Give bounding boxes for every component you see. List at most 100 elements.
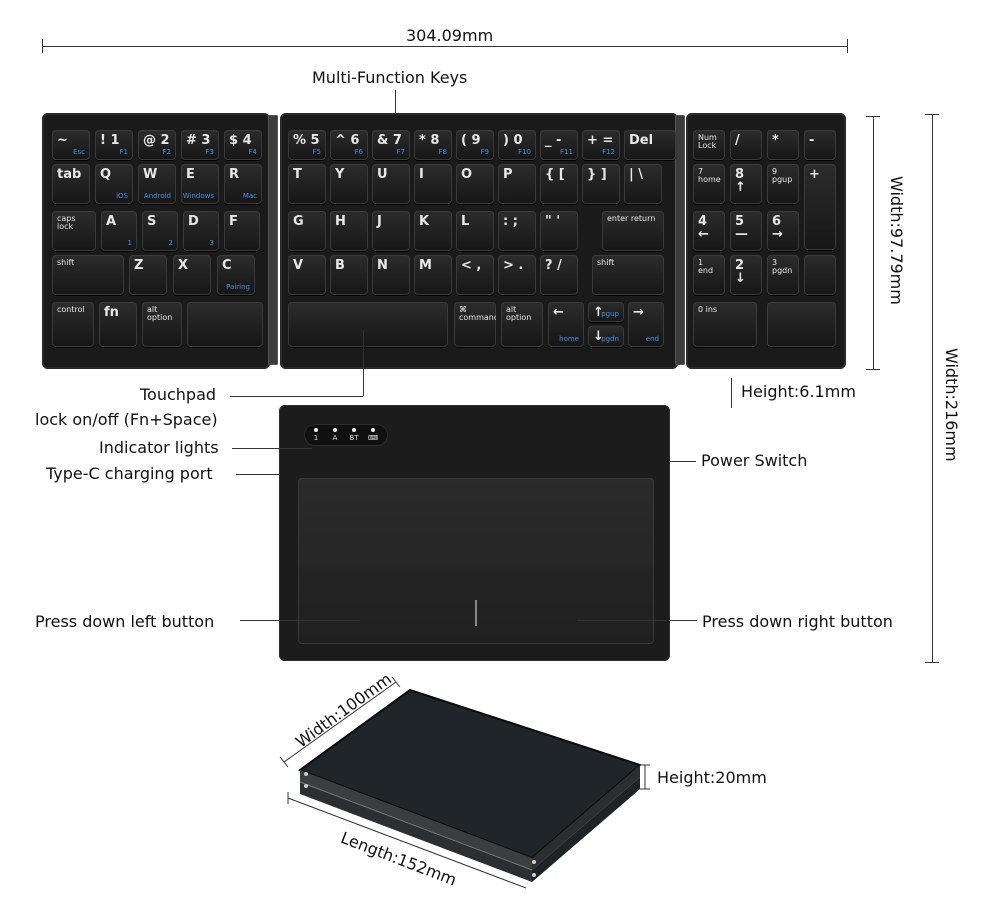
key-num-0-2[interactable]: * xyxy=(767,130,799,160)
key-num-1-1[interactable]: 8 ↑ xyxy=(730,164,762,204)
key-enter[interactable]: enter return xyxy=(602,211,664,251)
key-command[interactable]: ⌘ command xyxy=(454,302,496,347)
hinge-right xyxy=(675,115,685,365)
key-mid-2-0[interactable]: G xyxy=(288,211,326,251)
hinge-left xyxy=(268,115,278,365)
key-num-0-3[interactable]: - xyxy=(804,130,836,160)
key-num-1-0[interactable]: 7 home xyxy=(693,164,725,204)
right-button-label: Press down right button xyxy=(702,612,893,631)
key-arrow-left[interactable]: ←home xyxy=(548,302,584,347)
indicator-leader xyxy=(232,448,312,449)
key-num-0-0[interactable]: Num Lock xyxy=(693,130,725,160)
key-mid-2-4[interactable]: L xyxy=(456,211,494,251)
key-mid-3-3[interactable]: M xyxy=(414,255,452,295)
key-mid-0-8[interactable]: Del xyxy=(624,130,676,160)
key-mid-3-6[interactable]: ? / xyxy=(540,255,578,295)
power-switch-label: Power Switch xyxy=(701,451,808,470)
full-width-tick-bottom xyxy=(925,662,939,663)
key-mid-1-8[interactable]: | \ xyxy=(624,164,662,204)
key-mid-2-3[interactable]: K xyxy=(414,211,452,251)
key-mid-1-2[interactable]: U xyxy=(372,164,410,204)
key-space[interactable] xyxy=(288,302,448,347)
key-mid-2-1[interactable]: H xyxy=(330,211,368,251)
key-left-shift[interactable]: shift xyxy=(52,255,124,295)
key-arrow-up[interactable]: ↑pgup xyxy=(588,302,624,322)
length-dimension-tick-left xyxy=(42,39,43,53)
key-mid-3-0[interactable]: V xyxy=(288,255,326,295)
key-num-3-2[interactable]: 3 pgdn xyxy=(767,255,799,295)
key-left-2-3[interactable]: F xyxy=(224,211,260,251)
key-left-0-0[interactable]: ~Esc xyxy=(52,130,90,160)
key-mid-1-4[interactable]: O xyxy=(456,164,494,204)
right-button-leader xyxy=(577,620,697,621)
keyboard-width-label: Width:97.79mm xyxy=(887,176,906,305)
key-mid-3-2[interactable]: N xyxy=(372,255,410,295)
touchpad-button-divider xyxy=(475,600,477,626)
key-mid-3-1[interactable]: B xyxy=(330,255,368,295)
key-num-2-0[interactable]: 4 ← xyxy=(693,211,725,251)
key-num-0[interactable]: 0 ins xyxy=(693,302,757,347)
key-mid-3-5[interactable]: > . xyxy=(498,255,536,295)
key-num-2-1[interactable]: 5 — xyxy=(730,211,762,251)
key-space-left[interactable] xyxy=(187,302,263,347)
full-width-tick-top xyxy=(925,114,939,115)
key-num-0-1[interactable]: / xyxy=(730,130,762,160)
key-num-blank[interactable] xyxy=(804,255,836,295)
typec-port-label: Type-C charging port xyxy=(46,464,213,483)
key-left-3-0[interactable]: Z xyxy=(129,255,167,295)
key-mid-1-7[interactable]: } ] xyxy=(582,164,620,204)
key-num-enter[interactable] xyxy=(767,302,836,347)
key-num-1-2[interactable]: 9 pgup xyxy=(767,164,799,204)
key-right-shift[interactable]: shift xyxy=(592,255,664,295)
key-caps-lock[interactable]: caps lock xyxy=(52,211,96,251)
key-left-option[interactable]: alt option xyxy=(142,302,182,347)
key-num-3-1[interactable]: 2 ↓ xyxy=(730,255,762,295)
key-mid-1-5[interactable]: P xyxy=(498,164,536,204)
key-mid-1-1[interactable]: Y xyxy=(330,164,368,204)
key-mid-2-6[interactable]: " ' xyxy=(540,211,578,251)
indicator-led-bt: BT xyxy=(347,428,361,442)
key-mid-2-2[interactable]: J xyxy=(372,211,410,251)
key-mid-2-5[interactable]: : ; xyxy=(498,211,536,251)
touchpad-lock-label-1: Touchpad xyxy=(140,385,217,404)
key-arrow-right[interactable]: →end xyxy=(628,302,664,347)
key-control[interactable]: control xyxy=(52,302,94,347)
key-mid-0-7[interactable]: + =F12 xyxy=(582,130,620,160)
full-width-label: Width:216mm xyxy=(942,348,961,462)
length-dimension-label: 304.09mm xyxy=(404,26,496,45)
key-mid-0-6[interactable]: _ -F11 xyxy=(540,130,578,160)
key-mid-1-3[interactable]: I xyxy=(414,164,452,204)
key-num-2-2[interactable]: 6 → xyxy=(767,211,799,251)
key-mid-1-0[interactable]: T xyxy=(288,164,326,204)
key-num-3-0[interactable]: 1 end xyxy=(693,255,725,295)
touchpad-lock-leader-v xyxy=(363,330,364,396)
key-right-option[interactable]: alt option xyxy=(501,302,543,347)
key-left-3-1[interactable]: X xyxy=(173,255,211,295)
key-tab[interactable]: tab xyxy=(52,164,90,204)
key-mid-3-4[interactable]: < , xyxy=(456,255,494,295)
indicator-led-1: 1 xyxy=(309,428,323,442)
key-num-plus[interactable]: + xyxy=(804,164,836,250)
key-mid-1-6[interactable]: { [ xyxy=(540,164,578,204)
key-fn[interactable]: fn xyxy=(99,302,137,347)
key-arrow-down[interactable]: ↓pgdn xyxy=(588,326,624,347)
typec-leader xyxy=(236,474,280,475)
